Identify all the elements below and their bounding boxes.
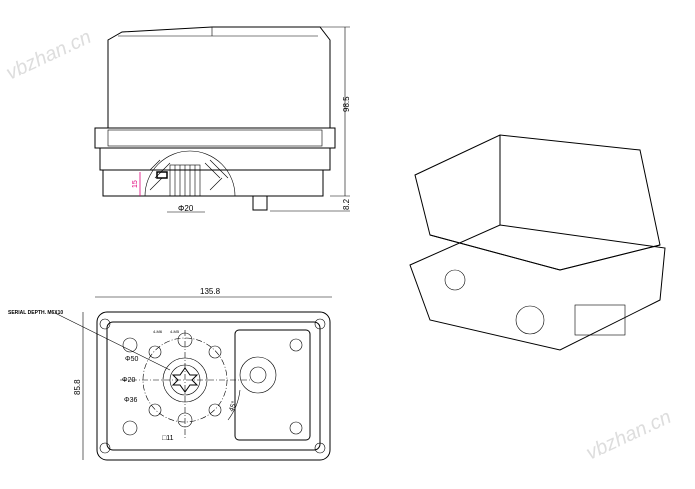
depth-dim: 15 [132,180,139,188]
base-dim: 8.2 [342,198,351,210]
height-dim-bottom: 85.8 [73,379,82,395]
shaft-dim: Φ20 [178,204,194,213]
circle-50-label: Φ50 [125,356,138,363]
isometric-view [409,134,666,351]
bolt-label-2: 4-M5 [170,329,180,334]
bottom-view: 135.8 85.8 SERIAL DEPTH. M6X10 4-M6 4-M5… [8,287,332,461]
watermark: vbzhan.cn [3,26,95,84]
bolt-label-1: 4-M6 [153,329,163,334]
angle-label: 45° [227,400,238,413]
square-label: □11 [162,435,174,442]
serial-note: SERIAL DEPTH. M6X10 [8,310,63,316]
width-dim: 135.8 [200,287,221,296]
front-view: 98.5 8.2 Φ20 15 [94,26,351,213]
circle-20-label: Φ20 [122,377,135,384]
height-dim: 98.5 [342,96,351,112]
watermark-2: vbzhan.cn [583,406,675,464]
circle-36-label: Φ36 [124,397,137,404]
